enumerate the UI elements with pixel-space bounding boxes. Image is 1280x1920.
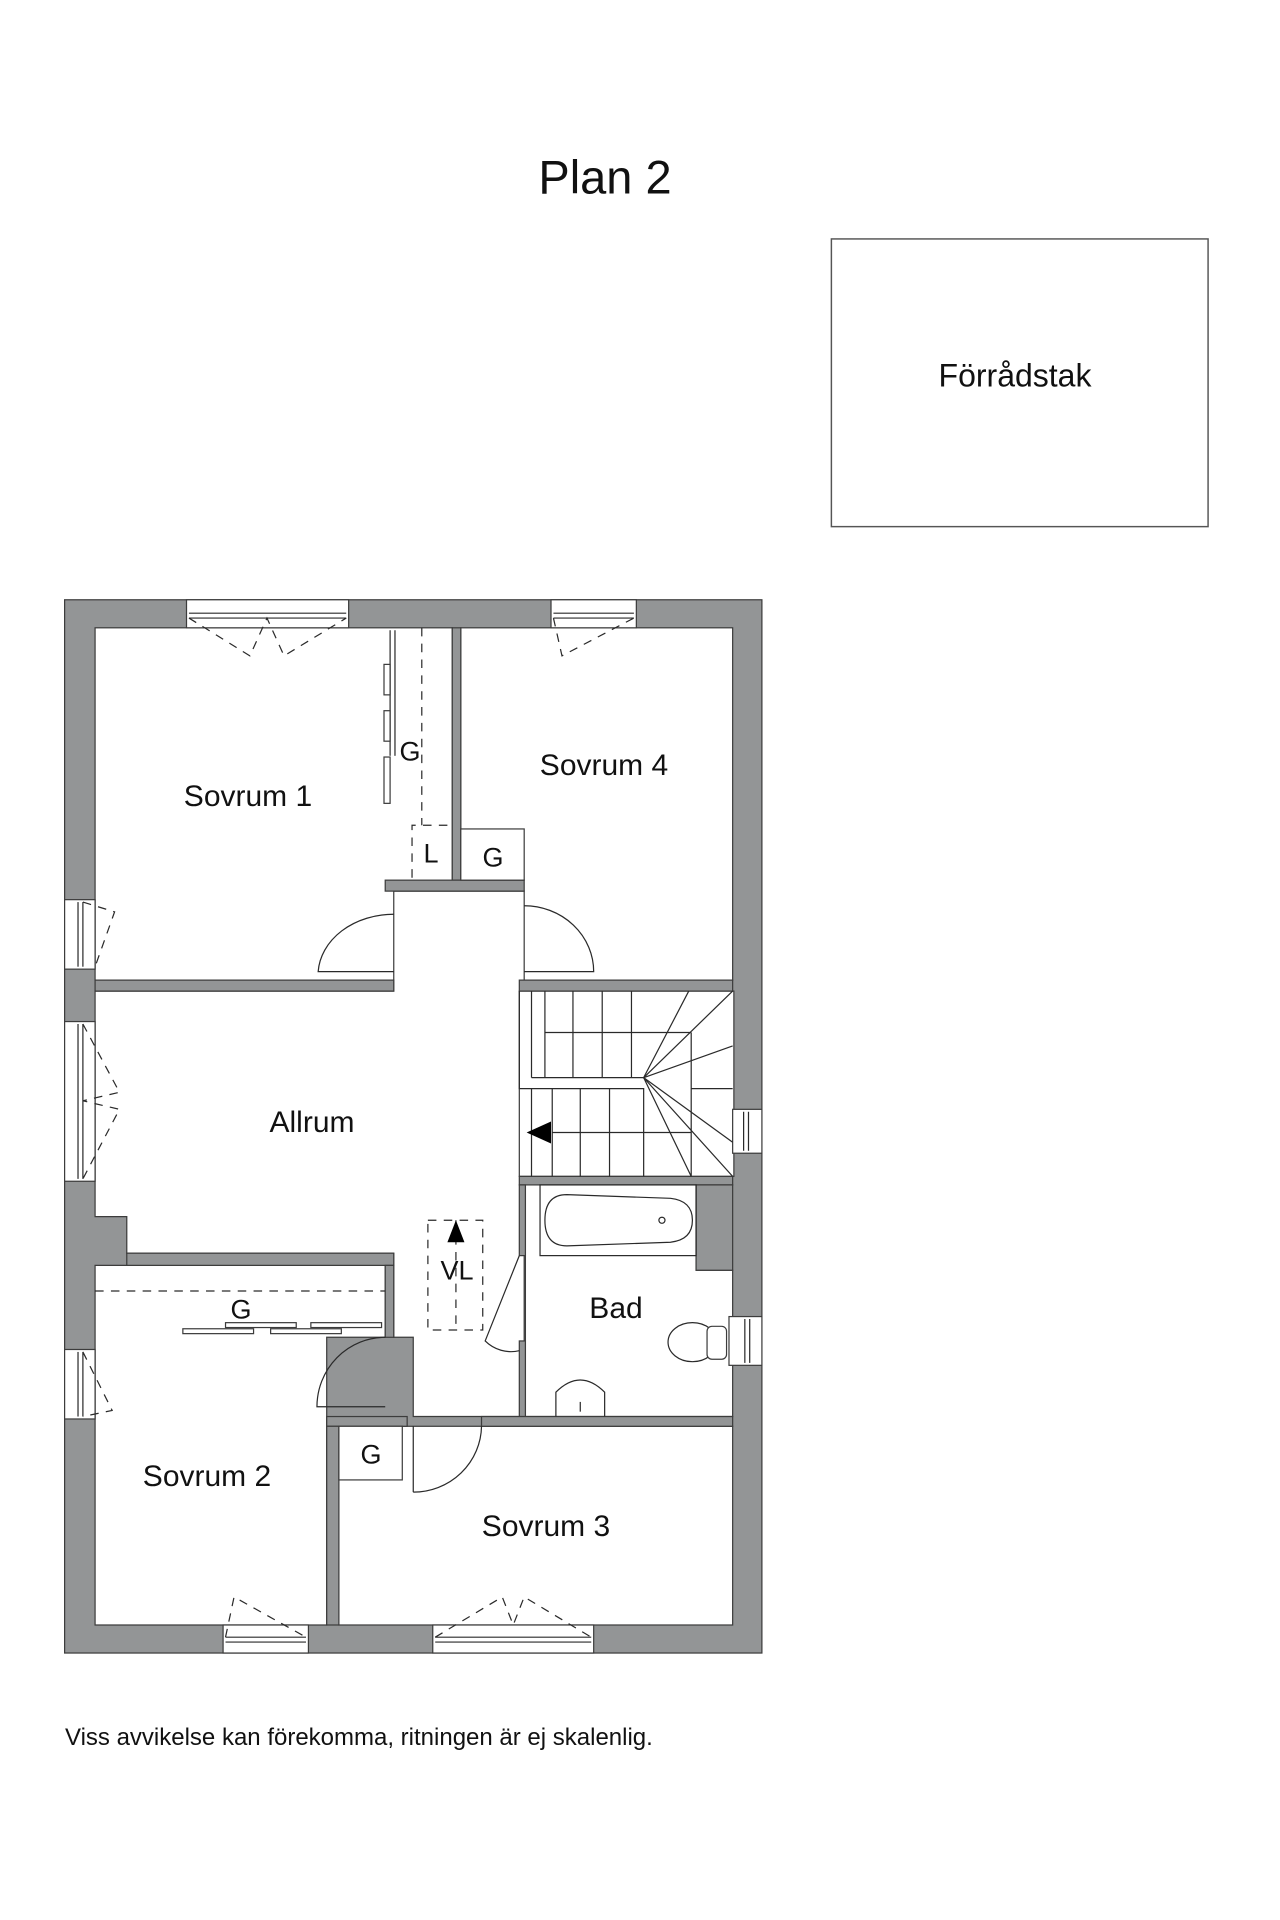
interior-wall [518, 1184, 527, 1257]
door-bad [484, 1255, 520, 1353]
storage-roof-box [830, 238, 1209, 528]
window-stair-right [732, 1108, 763, 1154]
window-sovrum2-left [64, 1348, 114, 1420]
room-label-bad: Bad [589, 1292, 643, 1325]
interior-wall [126, 1252, 395, 1266]
wardrobe-sovrum3 [338, 1425, 403, 1481]
door-sovrum1 [317, 913, 394, 973]
interior-wall [451, 627, 462, 881]
disclaimer: Viss avvikelse kan förekomma, ritningen … [65, 1724, 653, 1751]
window-sovrum2-bottom [222, 1596, 310, 1654]
interior-wall [518, 1175, 734, 1186]
window-sovrum1-left [64, 899, 116, 970]
staircase-treads [518, 990, 734, 1177]
door-sovrum2 [316, 1336, 386, 1408]
room-label-sovrum4: Sovrum 4 [539, 749, 669, 782]
room-label-sovrum2: Sovrum 2 [142, 1460, 272, 1493]
storage-roof-label: Förrådstak [938, 357, 1092, 394]
bathtub [539, 1184, 697, 1257]
window-allrum-left [64, 1020, 121, 1182]
interior-wall [326, 1425, 340, 1626]
washbasin [555, 1379, 606, 1417]
marker-wardrobe-sovrum2: G [230, 1294, 252, 1325]
room-label-sovrum1: Sovrum 1 [183, 780, 313, 813]
interior-wall [94, 979, 395, 992]
arrow-left-icon [526, 1121, 552, 1144]
interior-wall [326, 1415, 408, 1427]
marker-wardrobe-sovrum4: G [482, 842, 504, 873]
door-sovrum3 [412, 1426, 483, 1493]
wardrobe-sovrum4 [460, 828, 525, 881]
arrow-up-icon [447, 1220, 465, 1243]
interior-wall [384, 1264, 395, 1338]
marker-attic-hatch: VL [440, 1255, 474, 1286]
attic-hatch [427, 1219, 484, 1331]
bath-wall-niche [695, 1184, 734, 1271]
window-bad-right [728, 1315, 763, 1366]
page-title: Plan 2 [538, 150, 672, 204]
window-sovrum4-top [550, 599, 637, 657]
interior-wall [518, 979, 734, 992]
window-sovrum1-top [185, 599, 350, 657]
marker-linen-closet: L [423, 838, 439, 869]
staircase [518, 990, 735, 1177]
wardrobe-sovrum1 [383, 627, 453, 878]
wardrobe-sovrum2 [95, 1290, 386, 1335]
room-label-allrum: Allrum [269, 1106, 355, 1139]
interior-wall [480, 1415, 734, 1427]
toilet [667, 1322, 728, 1363]
room-label-sovrum3: Sovrum 3 [481, 1510, 611, 1543]
door-sovrum4 [524, 905, 595, 973]
interior-wall [518, 1340, 527, 1418]
marker-wardrobe-sovrum3: G [360, 1439, 382, 1470]
marker-wardrobe-sovrum1: G [399, 736, 421, 767]
interior-wall [384, 879, 525, 892]
window-sovrum3-bottom [432, 1596, 595, 1654]
